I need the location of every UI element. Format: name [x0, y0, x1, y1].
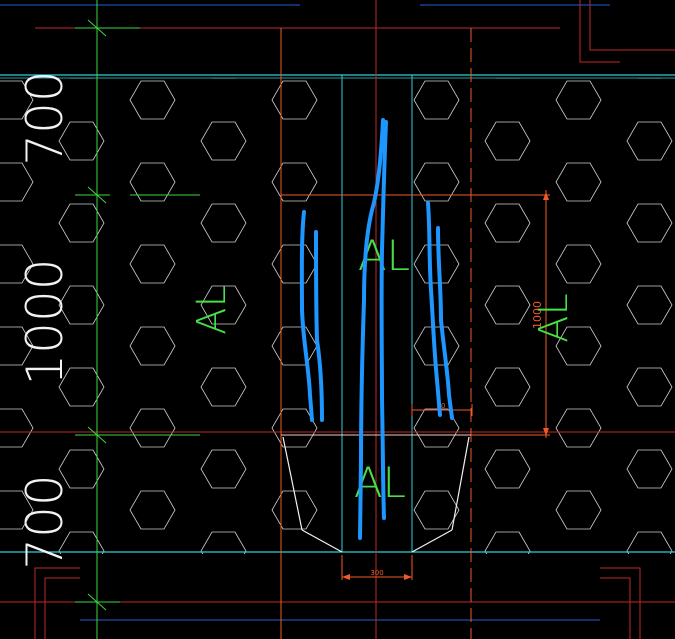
center-rebar-stroke-a[interactable]: [358, 118, 385, 540]
side-dimension-top: 700: [16, 70, 74, 165]
left-rebar-stroke-outer[interactable]: [299, 210, 314, 422]
taper-lines: [281, 434, 471, 553]
hatch-area: [0, 78, 675, 554]
right-rebar-stroke-inner[interactable]: [426, 201, 442, 417]
top-frame-lines: [0, 0, 675, 63]
bottom-width-dimension: 300: [341, 555, 413, 580]
side-dimension-middle: 1000: [16, 258, 74, 385]
green-axis: [75, 0, 200, 639]
sketch-strokes[interactable]: [299, 118, 454, 540]
panel-edges: [0, 74, 675, 553]
label-right-zone: AL: [531, 293, 577, 343]
right-height-dimension: 1000: [531, 190, 549, 438]
left-rebar-stroke-inner[interactable]: [314, 230, 324, 422]
right-height-label: 1000: [531, 301, 544, 329]
column-web-mask: [342, 78, 412, 554]
right-rebar-stroke-outer[interactable]: [436, 226, 454, 420]
bottom-frame-lines: [0, 567, 675, 639]
bottom-width-label: 300: [370, 569, 383, 577]
label-left-zone: AL: [189, 285, 235, 335]
center-rebar-stroke-b[interactable]: [379, 120, 388, 520]
side-dimension-bottom: 700: [16, 474, 74, 569]
